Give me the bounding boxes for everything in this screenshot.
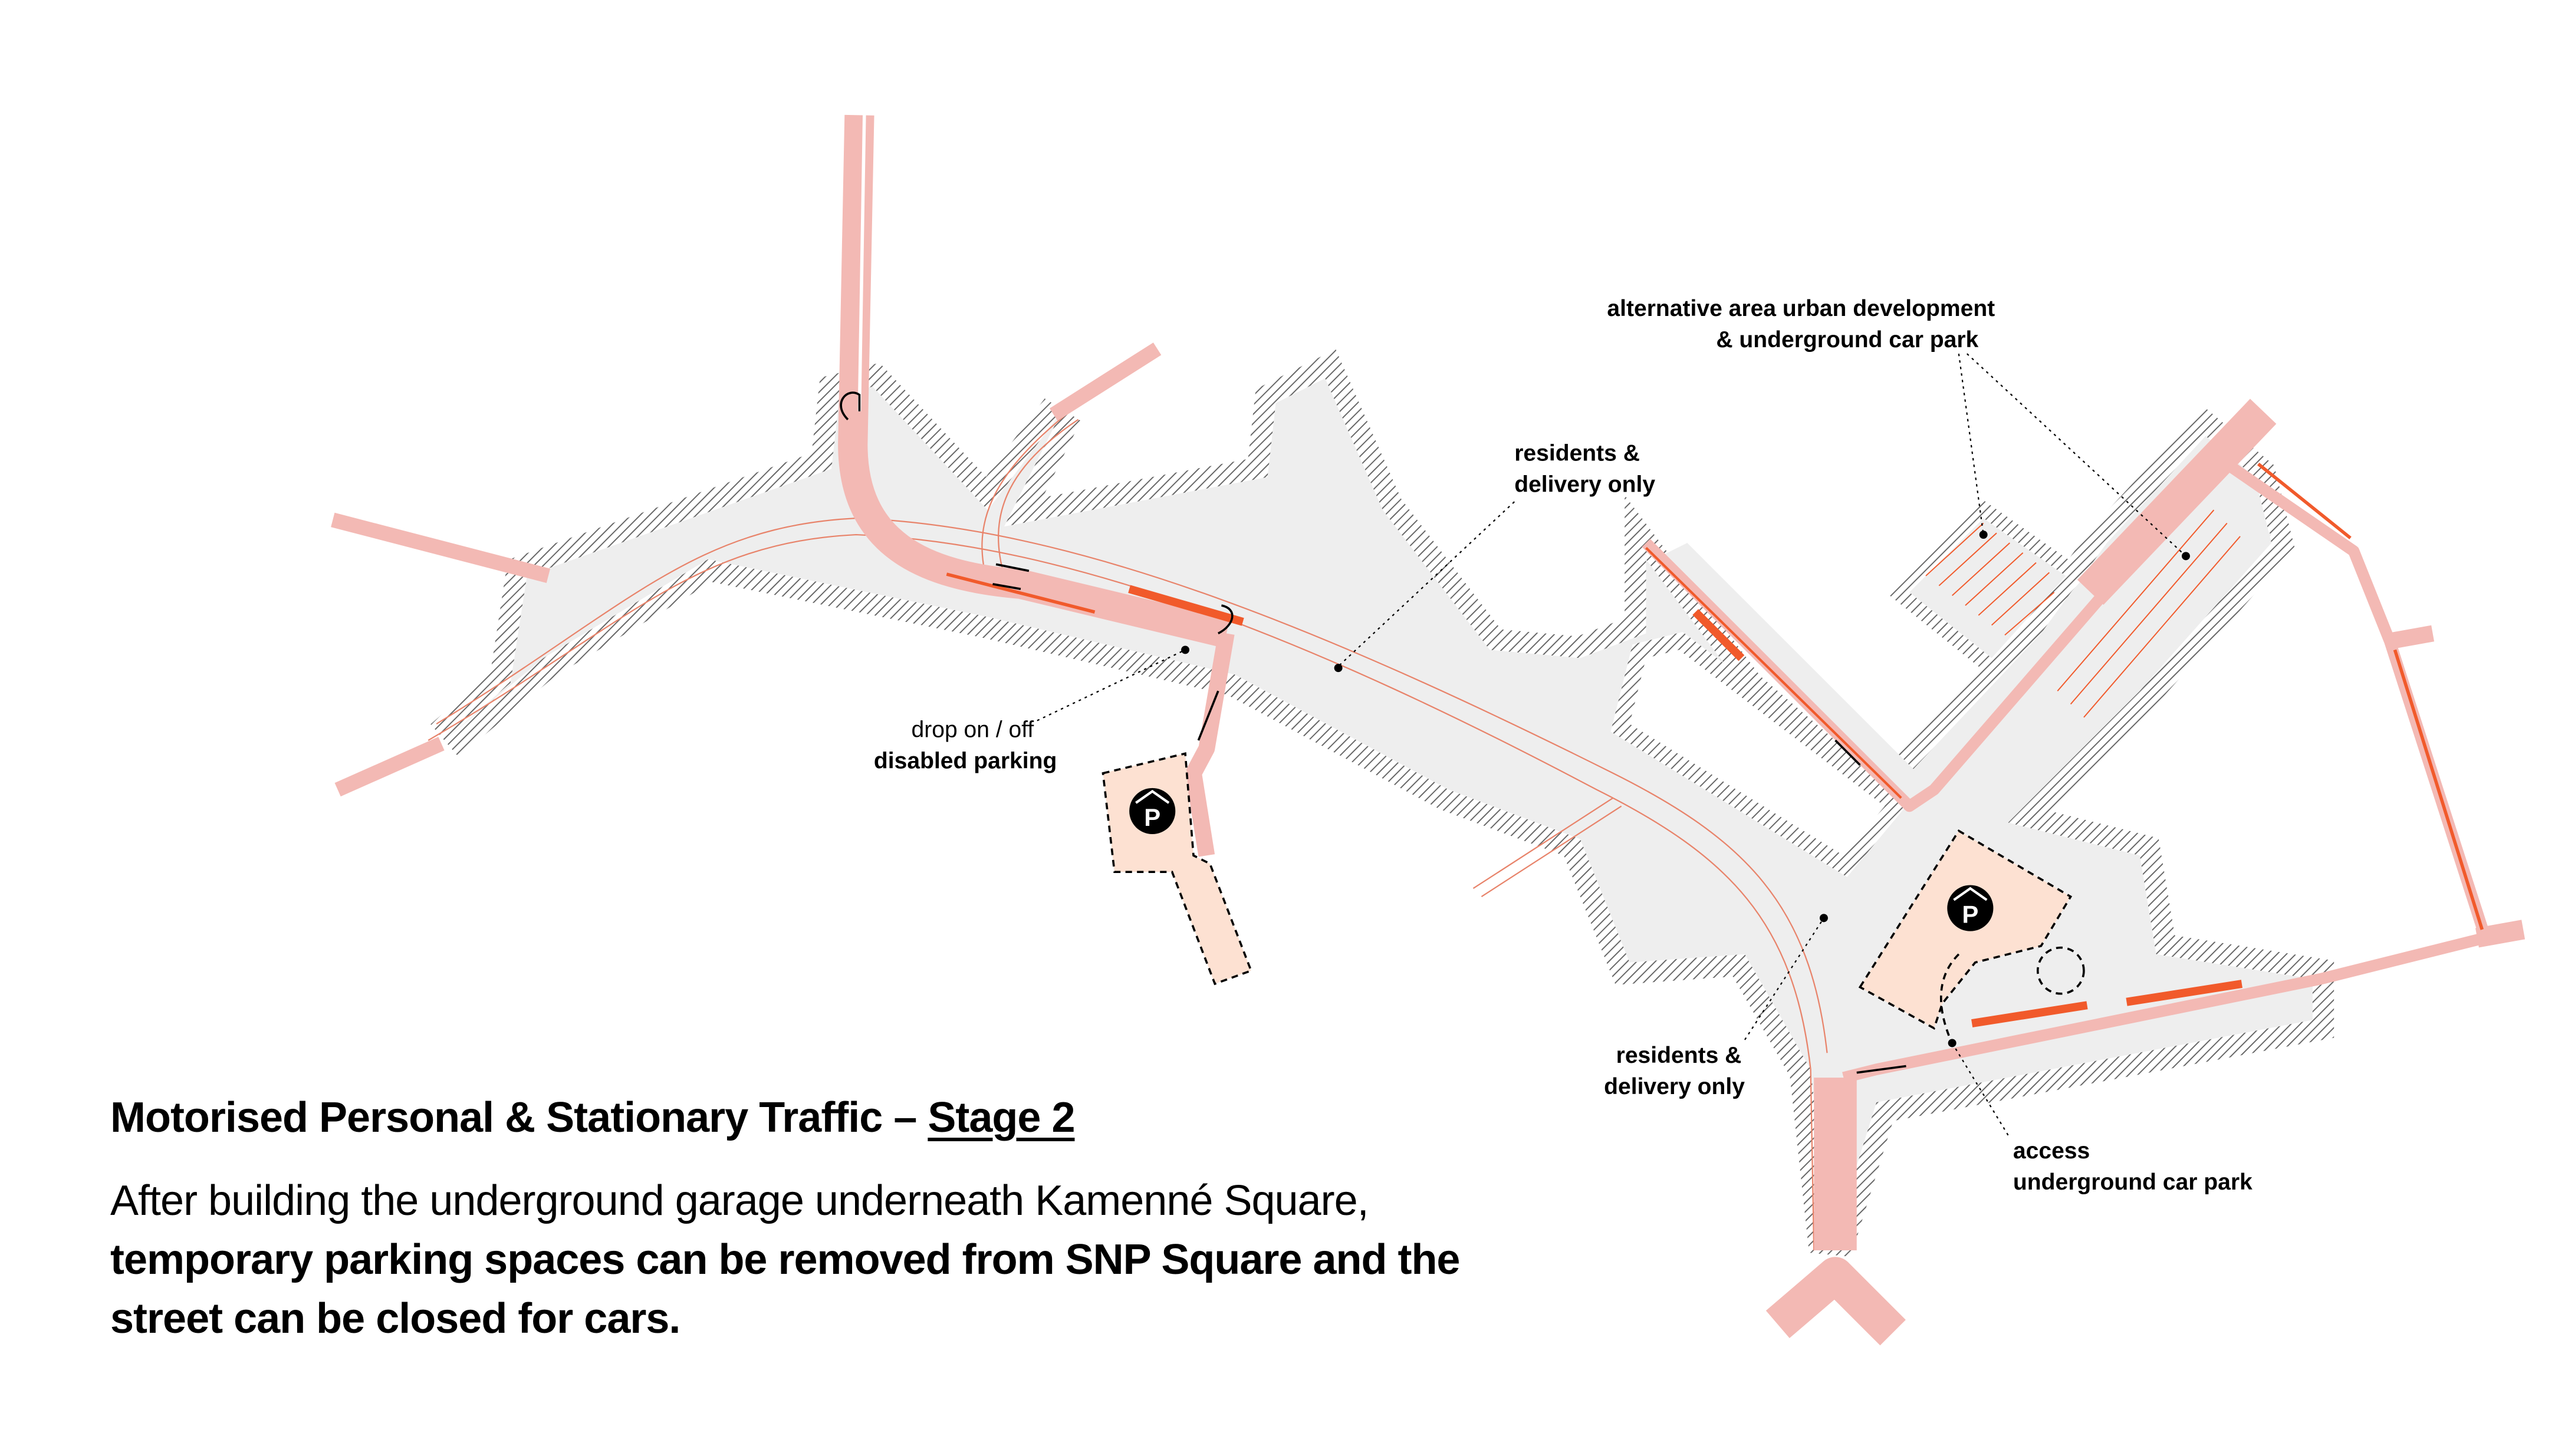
road-east-stub <box>2385 625 2435 650</box>
road-ne-wide <box>2077 398 2277 605</box>
two-way-arrow-icon <box>1856 1065 1906 1074</box>
description-line-bold: temporary parking spaces can be removed … <box>110 1230 1702 1289</box>
svg-text:P: P <box>1962 901 1978 928</box>
svg-text:P: P <box>1144 803 1160 831</box>
road-northeast <box>1050 342 1162 421</box>
label-leaders <box>1037 353 2186 1136</box>
garage-ramp <box>2036 946 2085 995</box>
description-line-bold: street can be closed for cars. <box>110 1289 1702 1348</box>
two-way-arrow-icon <box>1197 690 1219 741</box>
alt-area-right <box>2049 493 2272 724</box>
parking-spaces <box>946 462 2484 1027</box>
description-bold-2: street can be closed for cars. <box>110 1295 680 1342</box>
u-turn-arrow-icon <box>1218 604 1234 635</box>
alt-parking-stripes <box>1925 509 2241 718</box>
road-north-divider <box>857 115 866 411</box>
garage-access-ramp <box>1939 953 1960 1040</box>
label-residents-top: residents & <box>1514 440 1640 466</box>
one-way-arrow-icon <box>1834 739 1861 766</box>
block-inner <box>1654 543 1934 806</box>
description-line: After building the underground garage un… <box>110 1177 1369 1224</box>
road-diagonal-ne <box>1642 416 2260 812</box>
road-south-fork <box>1765 1257 1906 1346</box>
road-north <box>838 114 1230 648</box>
caption: Motorised Personal & Stationary Traffic … <box>110 1093 1702 1348</box>
description-bold-1: temporary parking spaces can be removed … <box>110 1236 1460 1283</box>
label-disabled-parking: disabled parking <box>874 748 1057 773</box>
road-garage-access <box>1185 632 1235 857</box>
title-main: Motorised Personal & Stationary Traffic … <box>110 1094 928 1141</box>
label-access-2: underground car park <box>2013 1170 2253 1195</box>
label-alt-area: alternative area urban development <box>1607 296 1995 321</box>
description: After building the underground garage un… <box>110 1171 1702 1348</box>
label-access: access <box>2013 1138 2090 1164</box>
label-residents-bottom: residents & <box>1616 1043 1742 1068</box>
parking-garage-icon: P <box>1129 788 1176 835</box>
label-points <box>1181 531 2190 1047</box>
page-title: Motorised Personal & Stationary Traffic … <box>110 1093 1702 1142</box>
label-residents-bottom-2: delivery only <box>1604 1074 1745 1099</box>
alt-area-left <box>1887 499 2088 678</box>
label-dropoff: drop on / off <box>911 717 1034 742</box>
u-turn-arrow-icon <box>840 391 861 420</box>
label-residents-top-2: delivery only <box>1514 472 1655 497</box>
two-way-arrow-icon <box>992 563 1030 590</box>
road-west <box>331 512 551 583</box>
road-east-end <box>2475 920 2526 948</box>
label-alt-area-2: & underground car park <box>1716 327 1978 353</box>
road-southwest <box>334 737 445 797</box>
title-stage: Stage 2 <box>928 1094 1075 1141</box>
traffic-direction-arrows <box>840 391 1906 1074</box>
garage-west <box>1101 752 1253 986</box>
block-inner <box>1610 632 1909 877</box>
parking-garage-icon: P <box>1947 885 1994 931</box>
